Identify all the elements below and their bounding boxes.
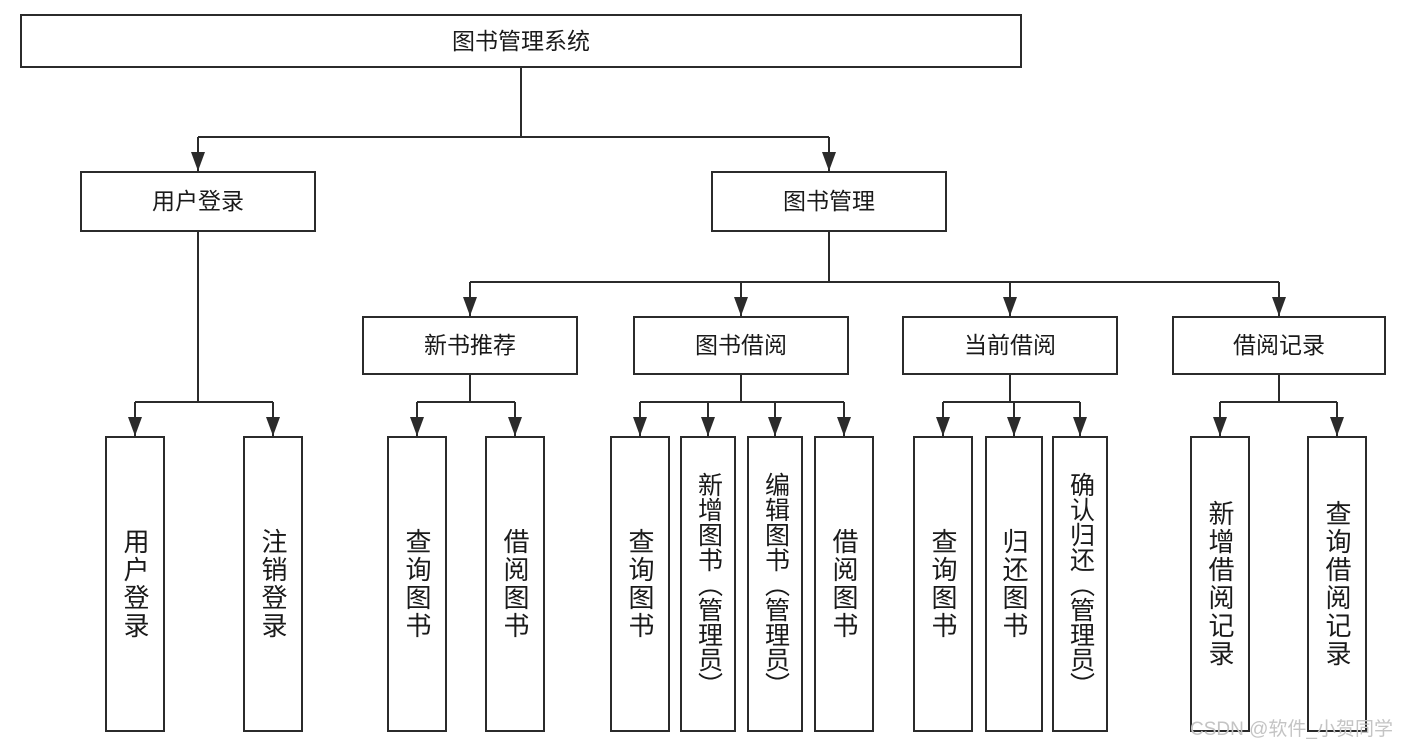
node-login[interactable]: 用户登录 bbox=[80, 171, 316, 232]
arrowhead-icon bbox=[633, 417, 647, 436]
arrowhead-icon bbox=[1003, 297, 1017, 316]
arrowhead-icon bbox=[410, 417, 424, 436]
node-label: 查询图书 bbox=[928, 528, 958, 640]
arrowhead-icon bbox=[768, 417, 782, 436]
node-label: 用户登录 bbox=[120, 528, 150, 640]
arrowhead-icon bbox=[1272, 297, 1286, 316]
node-leaf-bw-query[interactable]: 查询图书 bbox=[610, 436, 670, 732]
node-label: 当前借阅 bbox=[964, 332, 1056, 359]
arrowhead-icon bbox=[936, 417, 950, 436]
node-leaf-cu-query[interactable]: 查询图书 bbox=[913, 436, 973, 732]
node-label: 借阅图书 bbox=[500, 528, 530, 640]
node-leaf-logout[interactable]: 注销登录 bbox=[243, 436, 303, 732]
node-label: 借阅记录 bbox=[1233, 332, 1325, 359]
node-root[interactable]: 图书管理系统 bbox=[20, 14, 1022, 68]
arrowhead-icon bbox=[1007, 417, 1021, 436]
node-leaf-cu-return[interactable]: 归还图书 bbox=[985, 436, 1043, 732]
node-leaf-bw-edit[interactable]: 编辑图书（管理员） bbox=[747, 436, 803, 732]
node-label: 归还图书 bbox=[999, 528, 1029, 640]
node-current[interactable]: 当前借阅 bbox=[902, 316, 1118, 375]
arrowhead-icon bbox=[266, 417, 280, 436]
arrowhead-icon bbox=[701, 417, 715, 436]
node-label: 图书管理系统 bbox=[452, 27, 590, 54]
node-leaf-nb-query[interactable]: 查询图书 bbox=[387, 436, 447, 732]
node-label: 查询借阅记录 bbox=[1322, 500, 1352, 668]
arrowhead-icon bbox=[508, 417, 522, 436]
arrowhead-icon bbox=[128, 417, 142, 436]
node-leaf-bw-add[interactable]: 新增图书（管理员） bbox=[680, 436, 736, 732]
node-leaf-rc-query[interactable]: 查询借阅记录 bbox=[1307, 436, 1367, 732]
node-leaf-rc-add[interactable]: 新增借阅记录 bbox=[1190, 436, 1250, 732]
node-label: 用户登录 bbox=[152, 188, 244, 215]
node-label: 新增借阅记录 bbox=[1205, 500, 1235, 668]
node-label: 借阅图书 bbox=[829, 528, 859, 640]
node-label: 新增图书（管理员） bbox=[694, 471, 723, 697]
node-newbook[interactable]: 新书推荐 bbox=[362, 316, 578, 375]
arrowhead-icon bbox=[191, 152, 205, 171]
node-label: 图书管理 bbox=[783, 188, 875, 215]
arrowhead-icon bbox=[734, 297, 748, 316]
node-leaf-nb-borrow[interactable]: 借阅图书 bbox=[485, 436, 545, 732]
arrowhead-icon bbox=[463, 297, 477, 316]
arrowhead-icon bbox=[1213, 417, 1227, 436]
node-borrow[interactable]: 图书借阅 bbox=[633, 316, 849, 375]
node-label: 查询图书 bbox=[625, 528, 655, 640]
node-label: 查询图书 bbox=[402, 528, 432, 640]
arrowhead-icon bbox=[822, 152, 836, 171]
arrowhead-icon bbox=[1330, 417, 1344, 436]
node-leaf-bw-borrow[interactable]: 借阅图书 bbox=[814, 436, 874, 732]
node-leaf-cu-confirm[interactable]: 确认归还（管理员） bbox=[1052, 436, 1108, 732]
node-label: 新书推荐 bbox=[424, 332, 516, 359]
node-label: 编辑图书（管理员） bbox=[761, 471, 790, 697]
arrowhead-icon bbox=[837, 417, 851, 436]
node-leaf-login[interactable]: 用户登录 bbox=[105, 436, 165, 732]
node-label: 确认归还（管理员） bbox=[1066, 471, 1095, 697]
node-label: 注销登录 bbox=[258, 528, 288, 640]
arrowhead-icon bbox=[1073, 417, 1087, 436]
node-label: 图书借阅 bbox=[695, 332, 787, 359]
node-records[interactable]: 借阅记录 bbox=[1172, 316, 1386, 375]
node-bookmgmt[interactable]: 图书管理 bbox=[711, 171, 947, 232]
